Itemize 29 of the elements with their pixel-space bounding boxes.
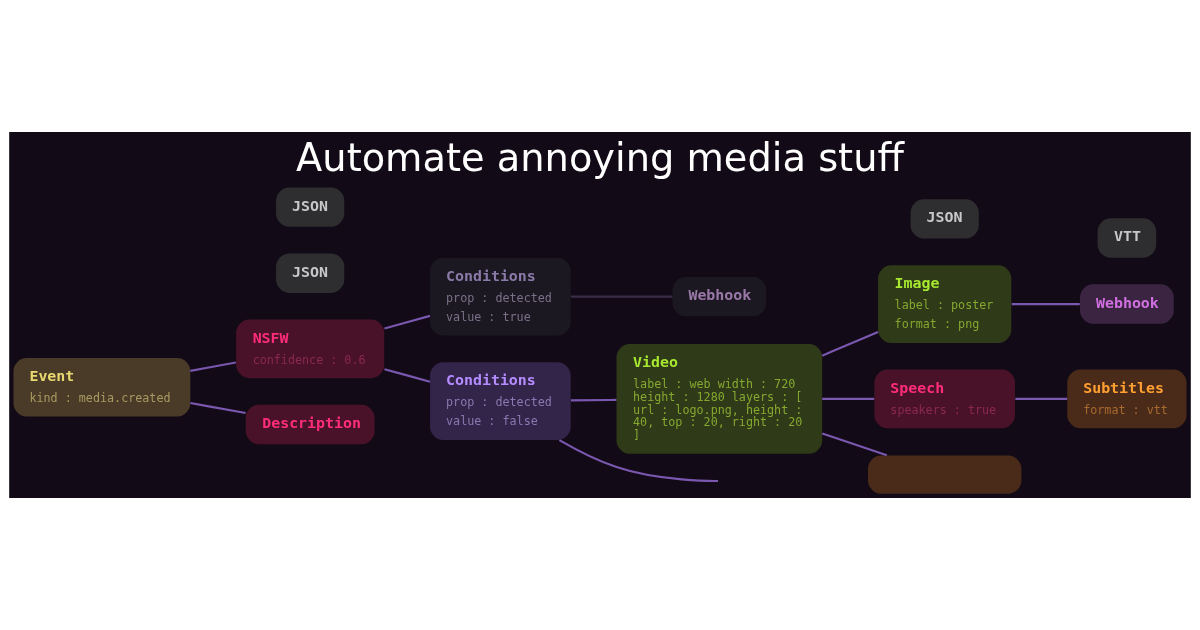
connector [1011, 303, 1080, 306]
node-box: Image label : poster format : png [878, 265, 1012, 343]
connector [558, 439, 719, 482]
connector [570, 295, 673, 298]
connector [822, 397, 875, 400]
node-box: Conditions prop : detected value : false [430, 362, 571, 440]
connector [570, 398, 617, 402]
node-box: Event kind : media.created [13, 357, 191, 417]
node-box: Video label : web width : 720 height : 1280 layers : [ url : logo.png, height : 40, top : 20, right : 20 ] [616, 344, 823, 454]
node-box: JSON [276, 253, 345, 293]
node-box: NSFW confidence : 0.6 [236, 319, 385, 379]
connector [384, 314, 431, 330]
node-box: JSON [276, 187, 345, 227]
node-box: Conditions prop : detected value : true [430, 257, 571, 336]
node-box: VTT [1097, 218, 1157, 258]
node-box: Description [245, 404, 375, 445]
diagram-title: Automate annoying media stuff [296, 135, 904, 181]
node-box: JSON [910, 199, 979, 239]
connector [821, 432, 888, 457]
connector [190, 401, 246, 415]
connector [821, 330, 879, 357]
node-box: Subtitles format : vtt [1067, 369, 1187, 429]
node-box: Webhook [672, 276, 767, 317]
node-box: Speech speakers : true [874, 369, 1015, 429]
connector [384, 368, 431, 383]
node-box [867, 455, 1022, 494]
connector [1015, 397, 1068, 400]
connector [190, 361, 237, 372]
node-box: Webhook [1080, 284, 1174, 324]
